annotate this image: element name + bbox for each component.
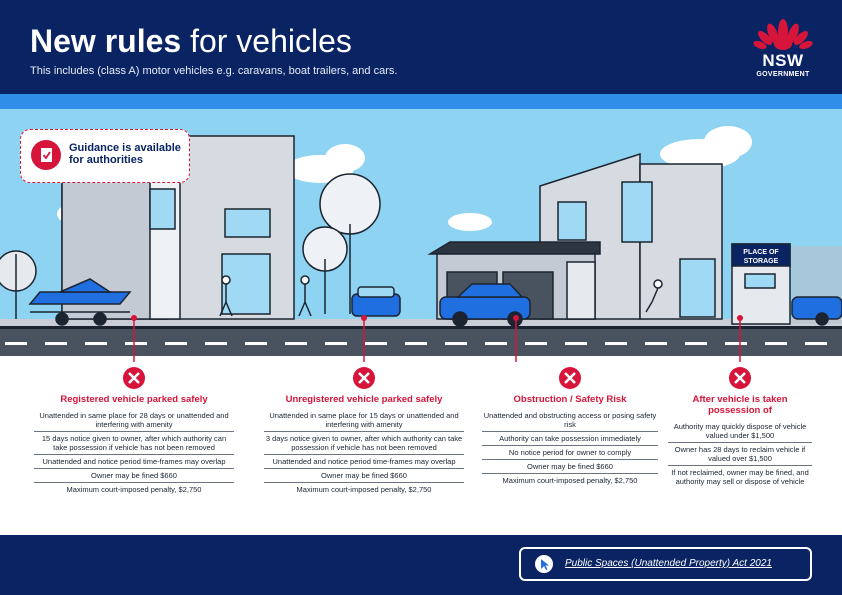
act-link-label: Public Spaces (Unattended Property) Act … bbox=[565, 558, 772, 569]
storage-sign-line2: STORAGE bbox=[744, 258, 779, 265]
close-icon bbox=[559, 367, 581, 389]
public-spaces-act-link[interactable]: Public Spaces (Unattended Property) Act … bbox=[519, 547, 812, 581]
sky-band bbox=[0, 94, 842, 109]
rule-title: After vehicle is taken possession of bbox=[692, 394, 788, 416]
rule-line: Owner may be fined $660 bbox=[34, 469, 234, 483]
blue-car-storage bbox=[791, 296, 842, 326]
close-icon bbox=[353, 367, 375, 389]
rule-line: Owner may be fined $660 bbox=[482, 460, 658, 474]
close-icon bbox=[729, 367, 751, 389]
nsw-government-logo: NSW GOVERNMENT bbox=[750, 14, 816, 84]
header-banner: New rules for vehicles This includes (cl… bbox=[0, 0, 842, 94]
storage-sign-line1: PLACE OF bbox=[743, 249, 779, 256]
rule-line: Unattended in same place for 15 days or … bbox=[264, 409, 464, 432]
rule-line: Unattended and notice period time-frames… bbox=[34, 455, 234, 469]
blue-car-small bbox=[351, 286, 401, 317]
house-right bbox=[427, 152, 723, 320]
close-icon bbox=[123, 367, 145, 389]
rule-column-after-possession: After vehicle is taken possession of Aut… bbox=[668, 394, 812, 488]
page-title: New rules for vehicles bbox=[30, 22, 352, 60]
rule-title: Unregistered vehicle parked safely bbox=[285, 394, 443, 405]
rule-connectors bbox=[133, 318, 741, 362]
cursor-click-icon bbox=[535, 555, 553, 573]
street-scene-illustration: PLACE OF STORAGE bbox=[0, 94, 842, 362]
rule-line: Unattended and obstructing access or pos… bbox=[482, 409, 658, 432]
rule-line: Unattended in same place for 28 days or … bbox=[34, 409, 234, 432]
pedestrians bbox=[219, 275, 663, 317]
storage-building bbox=[731, 243, 791, 325]
rule-line: 15 days notice given to owner, after whi… bbox=[34, 432, 234, 455]
rule-column-registered: Registered vehicle parked safely Unatten… bbox=[34, 394, 234, 496]
rule-line: Owner may be fined $660 bbox=[264, 469, 464, 483]
page-subtitle: This includes (class A) motor vehicles e… bbox=[30, 65, 398, 77]
rule-line: Unattended and notice period time-frames… bbox=[264, 455, 464, 469]
rule-line: No notice period for owner to comply bbox=[482, 446, 658, 460]
rule-line: Maximum court-imposed penalty, $2,750 bbox=[502, 476, 638, 485]
tree-middle bbox=[302, 173, 381, 314]
rule-line: Owner has 28 days to reclaim vehicle if … bbox=[668, 443, 812, 466]
rule-line: Authority can take possession immediatel… bbox=[482, 432, 658, 446]
rule-marker-dots bbox=[131, 315, 743, 321]
logo-nsw-text: NSW bbox=[762, 51, 804, 70]
waratah-icon bbox=[753, 19, 813, 50]
rule-column-unregistered: Unregistered vehicle parked safely Unatt… bbox=[264, 394, 464, 496]
rule-title: Registered vehicle parked safely bbox=[60, 394, 208, 405]
rule-line: Maximum court-imposed penalty, $2,750 bbox=[66, 485, 202, 494]
rule-line: Maximum court-imposed penalty, $2,750 bbox=[296, 485, 432, 494]
document-check-icon bbox=[31, 140, 61, 170]
guidance-label: Guidance is available for authorities bbox=[69, 142, 181, 166]
title-rest: for vehicles bbox=[190, 23, 352, 59]
rule-title: Obstruction / Safety Risk bbox=[513, 394, 627, 405]
guidance-callout: Guidance is available for authorities bbox=[20, 129, 190, 183]
rule-line: 3 days notice given to owner, after whic… bbox=[264, 432, 464, 455]
tree-left bbox=[0, 250, 37, 319]
road-markings bbox=[5, 342, 827, 345]
title-bold: New rules bbox=[30, 23, 182, 59]
rule-column-obstruction: Obstruction / Safety Risk Unattended and… bbox=[482, 394, 658, 487]
blue-car-suv bbox=[439, 283, 531, 327]
logo-government-text: GOVERNMENT bbox=[756, 71, 810, 78]
boat-trailer bbox=[28, 278, 132, 326]
rule-line: Authority may quickly dispose of vehicle… bbox=[668, 420, 812, 443]
rule-x-markers bbox=[123, 367, 751, 389]
rule-line: If not reclaimed, owner may be fined, an… bbox=[671, 468, 809, 486]
